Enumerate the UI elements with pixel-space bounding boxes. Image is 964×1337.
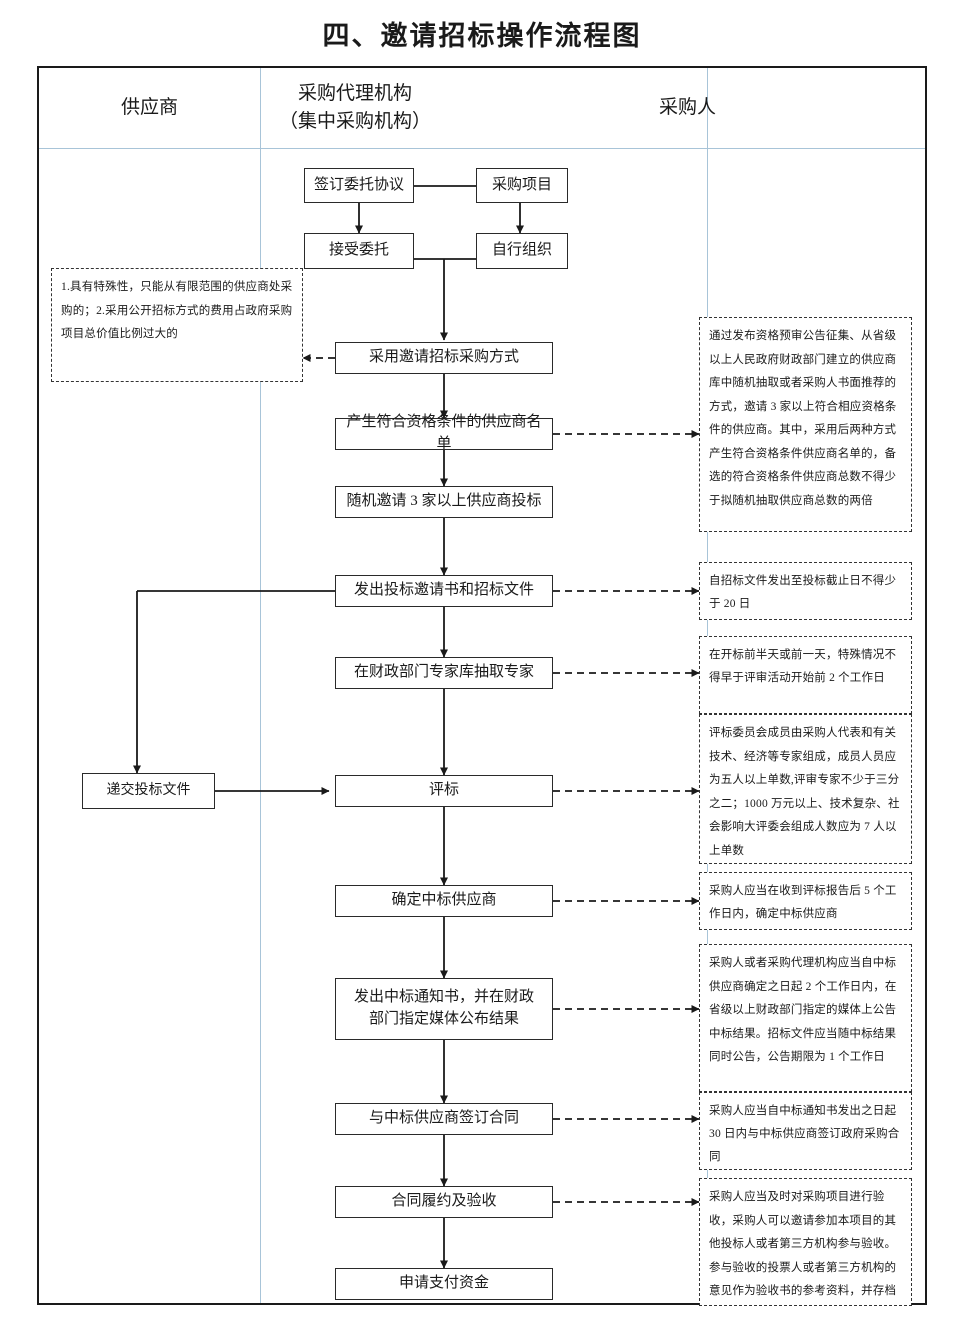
flowchart-frame: 供应商 采购代理机构 （集中采购机构） 采购人 — [37, 66, 927, 1306]
note-announce-result: 采购人或者采购代理机构应当自中标供应商确定之日起 2 个工作日内，在省级以上财政… — [699, 944, 912, 1092]
column-divider-1 — [260, 68, 261, 1303]
node-issue-invitation-documents[interactable]: 发出投标邀请书和招标文件 — [335, 575, 553, 607]
note-determine-winner-deadline: 采购人应当在收到评标报告后 5 个工作日内，确定中标供应商 — [699, 872, 912, 930]
column-header-supplier-label: 供应商 — [120, 96, 178, 118]
node-apply-payment[interactable]: 申请支付资金 — [335, 1268, 553, 1300]
column-header-purchaser: 采购人 — [450, 68, 925, 148]
column-header-agency: 采购代理机构 （集中采购机构） — [260, 68, 450, 148]
note-invitation-period: 自招标文件发出至投标截止日不得少于 20 日 — [699, 562, 912, 620]
node-invite-three-suppliers[interactable]: 随机邀请 3 家以上供应商投标 — [335, 486, 553, 518]
note-contract-deadline: 采购人应当自中标通知书发出之日起 30 日内与中标供应商签订政府采购合同 — [699, 1092, 912, 1170]
node-sign-contract[interactable]: 与中标供应商签订合同 — [335, 1103, 553, 1135]
note-invite-conditions: 1.具有特殊性，只能从有限范围的供应商处采购的；2.采用公开招标方式的费用占政府… — [51, 268, 303, 382]
node-qualified-supplier-list[interactable]: 产生符合资格条件的供应商名单 — [335, 414, 553, 452]
node-accept-entrust[interactable]: 接受委托 — [304, 233, 414, 269]
column-header-supplier: 供应商 — [39, 68, 260, 148]
node-submit-bid-documents[interactable]: 递交投标文件 — [82, 773, 215, 809]
node-issue-win-notice[interactable]: 发出中标通知书，并在财政部门指定媒体公布结果 — [335, 978, 553, 1040]
node-contract-performance-acceptance[interactable]: 合同履约及验收 — [335, 1186, 553, 1218]
note-experts-timing: 在开标前半天或前一天，特殊情况不得早于评审活动开始前 2 个工作日 — [699, 636, 912, 714]
node-bid-evaluation[interactable]: 评标 — [335, 775, 553, 807]
column-header-agency-label: 采购代理机构 — [297, 82, 412, 104]
page-title: 四、邀请招标操作流程图 — [322, 21, 642, 51]
column-header-purchaser-label: 采购人 — [658, 96, 716, 118]
node-sign-agreement[interactable]: 签订委托协议 — [304, 168, 414, 203]
note-qualified-list: 通过发布资格预审公告征集、从省级以上人民政府财政部门建立的供应商库中随机抽取或者… — [699, 317, 912, 532]
node-draw-experts[interactable]: 在财政部门专家库抽取专家 — [335, 657, 553, 689]
node-determine-winner[interactable]: 确定中标供应商 — [335, 885, 553, 917]
note-acceptance: 采购人应当及时对采购项目进行验收，采购人可以邀请参加本项目的其他投标人或者第三方… — [699, 1178, 912, 1306]
note-evaluation-committee: 评标委员会成员由采购人代表和有关技术、经济等专家组成，成员人员应为五人以上单数,… — [699, 714, 912, 864]
node-self-organize[interactable]: 自行组织 — [476, 233, 568, 269]
node-adopt-invite-method[interactable]: 采用邀请招标采购方式 — [335, 342, 553, 374]
column-header-agency-sublabel: （集中采购机构） — [278, 111, 431, 132]
node-purchase-project[interactable]: 采购项目 — [476, 168, 568, 203]
header-rule — [39, 148, 925, 149]
